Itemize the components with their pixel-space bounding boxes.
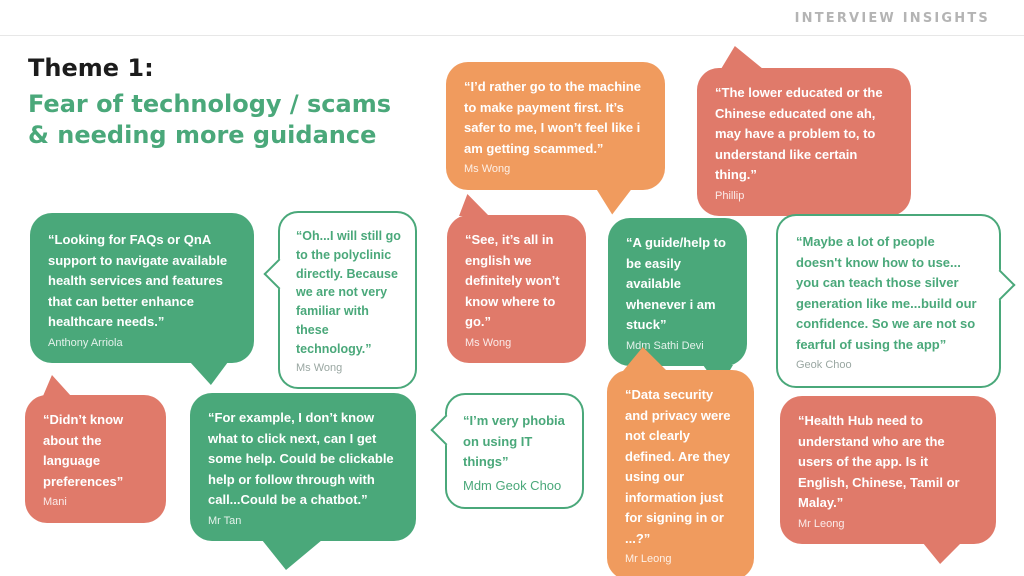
quote-text: “Data security and privacy were not clea… — [625, 387, 731, 546]
slide-title: Theme 1: Fear of technology / scams & ne… — [28, 52, 391, 151]
quote-attribution: Phillip — [715, 189, 745, 202]
quote-text: “Looking for FAQs or QnA support to navi… — [48, 232, 228, 330]
quote-bubble-faqs: “Looking for FAQs or QnA support to navi… — [30, 213, 254, 386]
quote-bubble-silver-generation: “Maybe a lot of people doesn't know how … — [776, 214, 1016, 388]
quote-bubble-click-next: “For example, I don’t know what to click… — [190, 393, 416, 571]
quote-text: “Didn’t know about the language preferen… — [43, 412, 124, 489]
quote-text: “I’d rather go to the machine to make pa… — [464, 79, 641, 156]
quote-bubble-language-preferences: “Didn’t know about the language preferen… — [25, 375, 166, 523]
bubble-tail — [984, 269, 1016, 301]
quote-attribution: Ms Wong — [296, 362, 343, 375]
quote-text: “See, it’s all in english we definitely … — [465, 232, 560, 330]
bubble-tail — [721, 46, 763, 69]
quote-attribution: Mdm Geok Choo — [463, 477, 562, 493]
quote-text: “For example, I don’t know what to click… — [208, 410, 394, 508]
bubble-tail — [262, 540, 322, 571]
bubble-tail — [430, 414, 462, 446]
quote-attribution: Mdm Sathi Devi — [626, 339, 704, 352]
quote-text: “The lower educated or the Chinese educa… — [715, 85, 883, 183]
bubble-tail — [263, 258, 295, 290]
quote-attribution: Mr Leong — [625, 553, 672, 566]
quote-attribution: Anthony Arriola — [48, 336, 123, 349]
quote-text: “I’m very phobia on using IT things” — [463, 413, 565, 470]
quote-text: “Health Hub need to understand who are t… — [798, 413, 960, 511]
header-divider — [0, 35, 1024, 36]
bubble-tail — [190, 362, 228, 386]
quote-attribution: Mr Tan — [208, 514, 242, 527]
quote-bubble-polyclinic: “Oh...I will still go to the polyclinic … — [263, 211, 417, 389]
quote-text: “Oh...I will still go to the polyclinic … — [296, 229, 401, 356]
quote-bubble-all-english: “See, it’s all in english we definitely … — [447, 194, 586, 364]
quote-attribution: Geok Choo — [796, 359, 852, 372]
quote-bubble-it-phobia: “I’m very phobia on using IT things” Mdm… — [430, 393, 584, 509]
title-line2: & needing more guidance — [28, 121, 377, 149]
bubble-tail — [596, 188, 632, 215]
quote-bubble-machine-payment: “I’d rather go to the machine to make pa… — [446, 62, 665, 215]
quote-bubble-lower-educated: “The lower educated or the Chinese educa… — [697, 46, 911, 217]
bubble-tail — [43, 375, 71, 396]
quote-attribution: Ms Wong — [464, 163, 511, 176]
slide-header-label: INTERVIEW INSIGHTS — [794, 11, 990, 26]
quote-bubble-health-hub-users: “Health Hub need to understand who are t… — [780, 396, 996, 565]
title-theme: Theme 1: — [28, 54, 154, 82]
quote-attribution: Mani — [43, 496, 67, 509]
quote-text: “A guide/help to be easily available whe… — [626, 235, 726, 333]
bubble-tail — [923, 543, 961, 565]
quote-attribution: Ms Wong — [465, 336, 512, 349]
quote-bubble-guide-help: “A guide/help to be easily available whe… — [608, 218, 747, 389]
bubble-tail — [459, 194, 489, 216]
title-line1: Fear of technology / scams — [28, 90, 392, 118]
quote-bubble-data-security: “Data security and privacy were not clea… — [607, 347, 754, 576]
quote-attribution: Mr Leong — [798, 517, 845, 530]
quote-text: “Maybe a lot of people doesn't know how … — [796, 234, 977, 352]
